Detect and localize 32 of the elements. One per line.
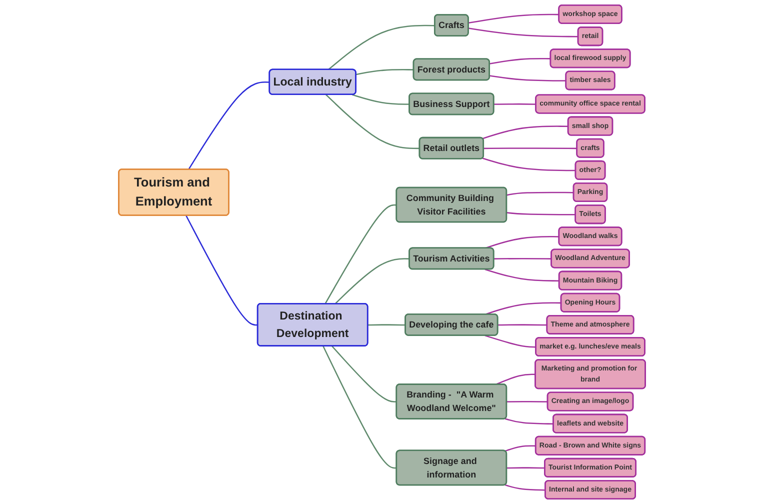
connector xyxy=(334,258,410,304)
connector xyxy=(490,58,551,64)
connector xyxy=(484,334,536,348)
connector xyxy=(188,82,270,170)
connector xyxy=(368,324,406,326)
connector xyxy=(504,418,554,424)
connector xyxy=(495,374,536,386)
connector xyxy=(504,445,536,452)
connector xyxy=(482,126,568,140)
connector xyxy=(468,14,560,24)
connector xyxy=(468,28,578,38)
connector xyxy=(506,400,548,402)
connector xyxy=(494,258,552,260)
connector xyxy=(482,158,576,172)
connector xyxy=(498,324,548,326)
connector xyxy=(484,302,562,316)
connector xyxy=(484,148,578,150)
connector xyxy=(322,346,397,469)
connector xyxy=(506,192,574,196)
connector xyxy=(324,204,397,304)
connector xyxy=(332,346,397,402)
connector xyxy=(494,103,536,105)
connector xyxy=(506,212,576,216)
connector xyxy=(484,268,560,282)
connector xyxy=(490,75,566,82)
connector xyxy=(326,94,420,150)
connector xyxy=(352,94,410,105)
connector xyxy=(356,69,414,76)
connector xyxy=(186,215,258,326)
connector xyxy=(328,24,435,70)
connector xyxy=(504,484,546,491)
connector xyxy=(506,467,545,469)
